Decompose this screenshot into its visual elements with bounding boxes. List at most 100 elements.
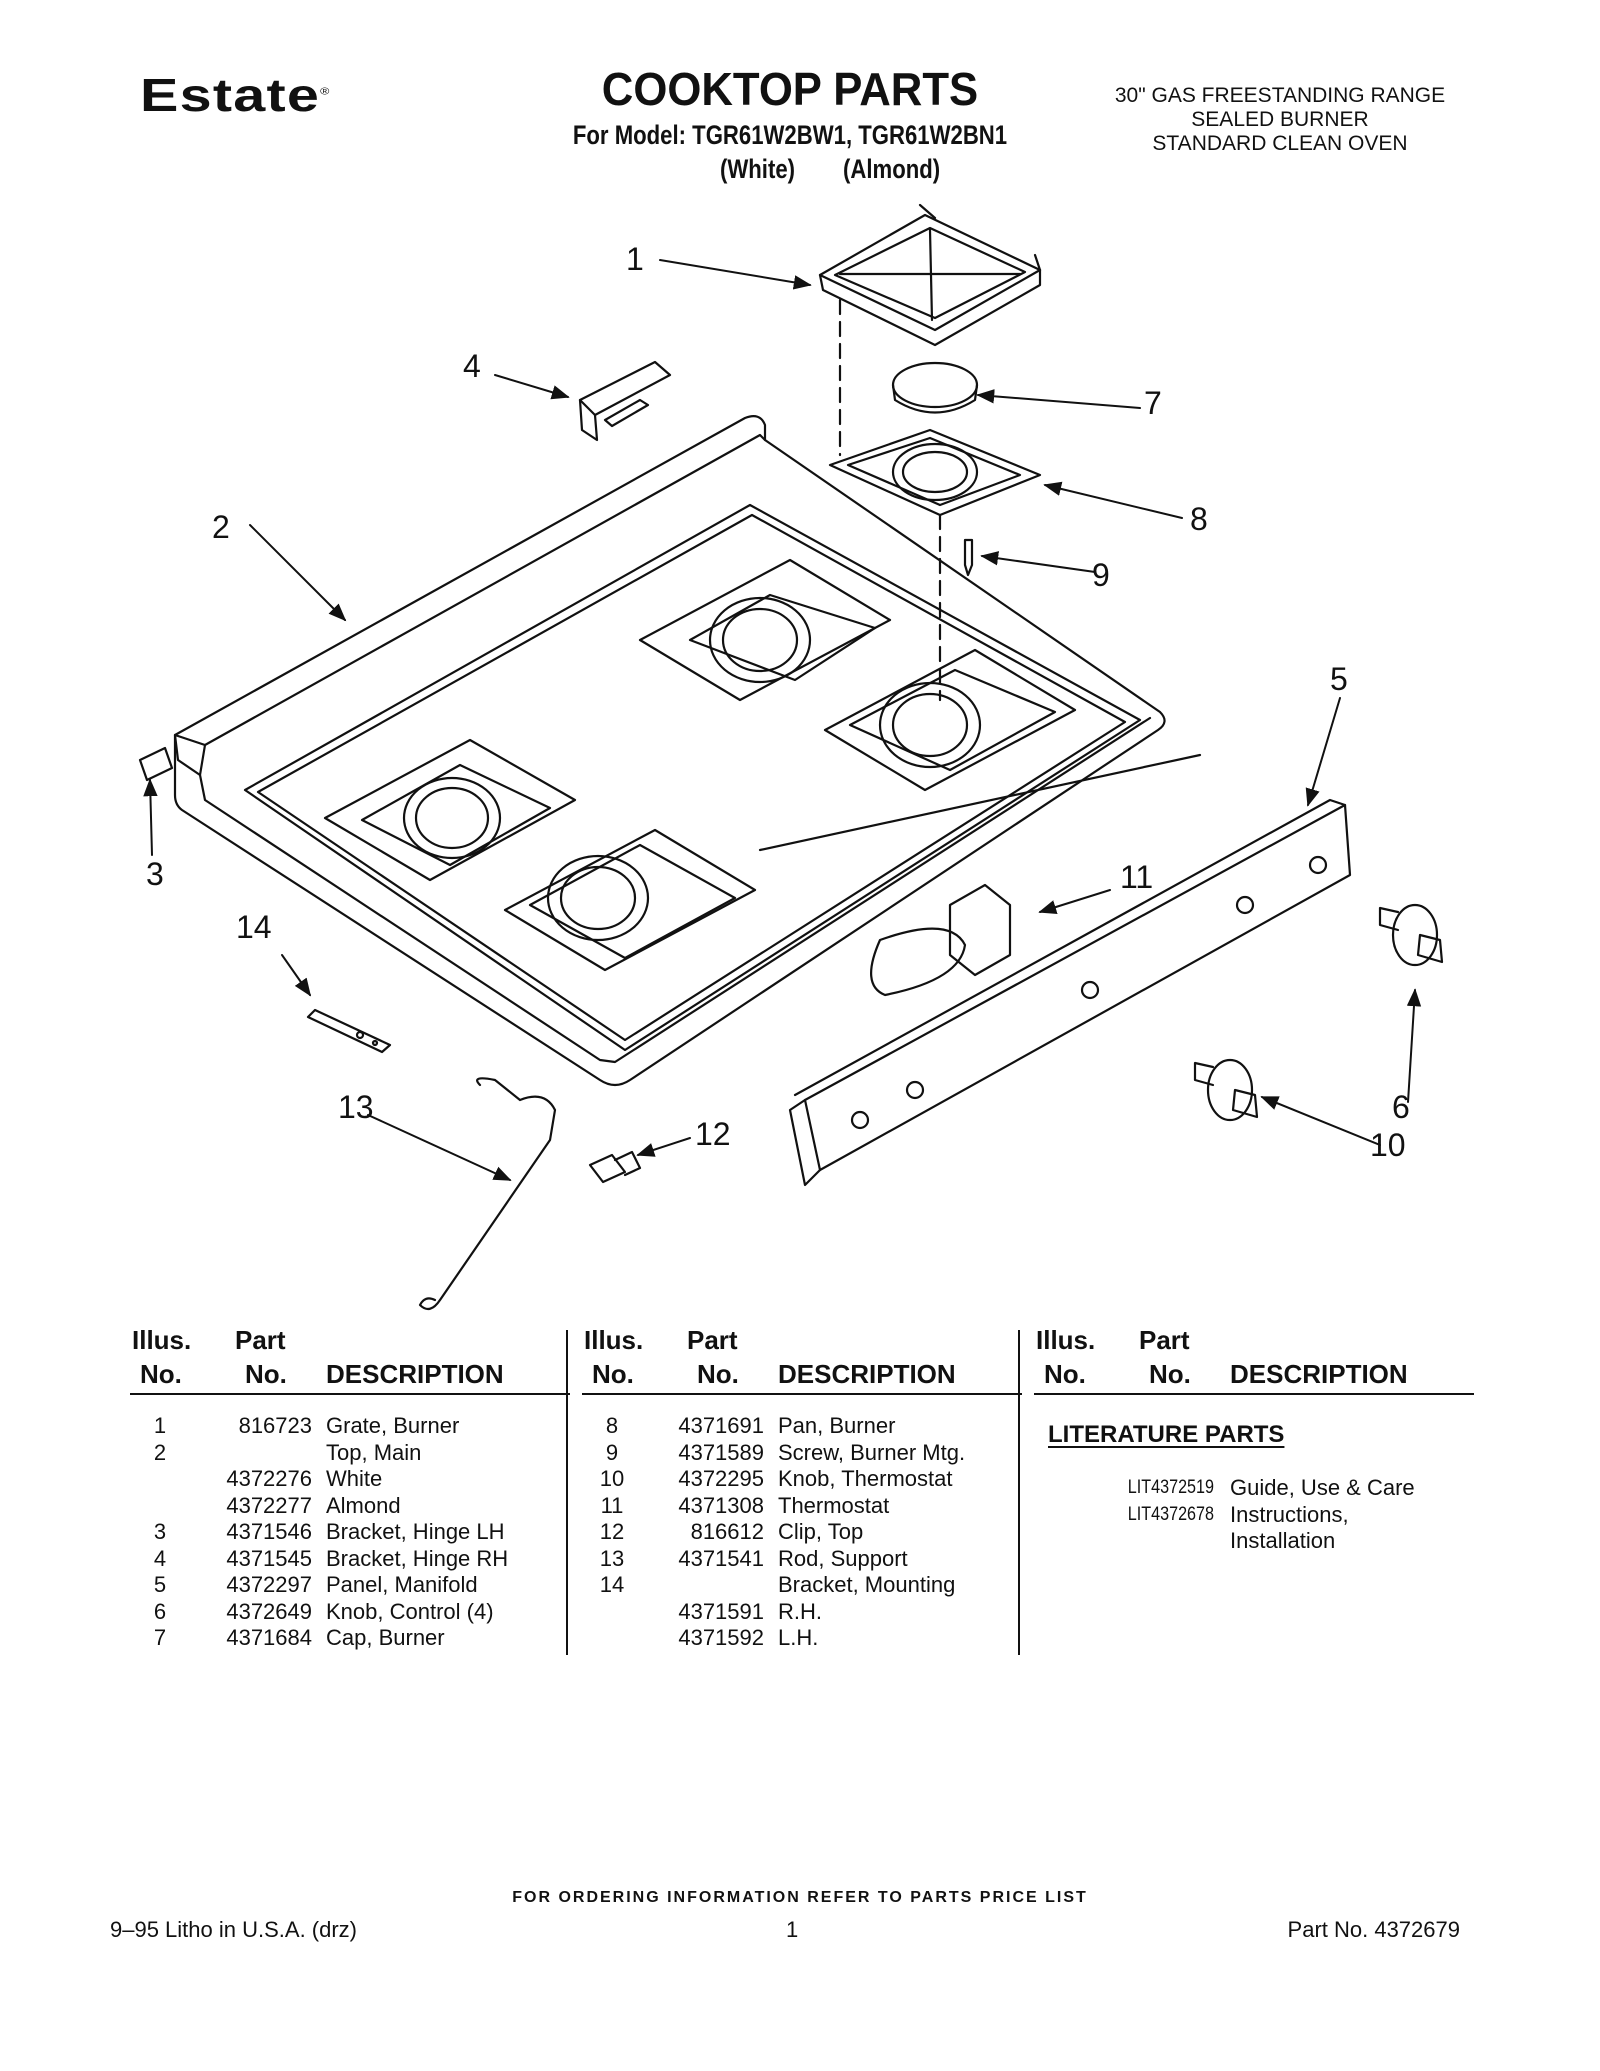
table-header: Illus. No. Part No. DESCRIPTION bbox=[1034, 1325, 1474, 1395]
header-illus: Illus. bbox=[1036, 1325, 1096, 1355]
header-illus-no: No. bbox=[592, 1359, 634, 1389]
callout-14: 14 bbox=[236, 909, 272, 945]
callout-10: 10 bbox=[1370, 1127, 1406, 1163]
color-white: (White) bbox=[720, 154, 796, 184]
header-part-no: No. bbox=[697, 1359, 739, 1389]
brand-logo: Estate® bbox=[140, 68, 331, 122]
callout-9: 9 bbox=[1092, 557, 1110, 593]
model-numbers: For Model: TGR61W2BW1, TGR61W2BN1 bbox=[572, 120, 1008, 150]
manifold-rod bbox=[758, 753, 1202, 852]
registered-mark: ® bbox=[320, 86, 331, 98]
header-description: DESCRIPTION bbox=[326, 1359, 504, 1389]
callout-2: 2 bbox=[212, 509, 230, 545]
burner-screw bbox=[963, 538, 974, 577]
knob-thermostat bbox=[1193, 1058, 1259, 1122]
callout-13: 13 bbox=[338, 1089, 374, 1125]
main-top bbox=[173, 415, 1166, 1087]
range-description: 30" GAS FREESTANDING RANGE SEALED BURNER… bbox=[1060, 84, 1500, 156]
burner-well-front-left bbox=[323, 738, 577, 882]
header-part-no: No. bbox=[245, 1359, 287, 1389]
header-part: Part bbox=[1139, 1325, 1190, 1355]
callout-12: 12 bbox=[695, 1116, 731, 1152]
header-description: DESCRIPTION bbox=[1230, 1359, 1408, 1389]
burner-cap bbox=[891, 361, 979, 414]
callout-1: 1 bbox=[626, 241, 644, 277]
footer-litho: 9–95 Litho in U.S.A. (drz) bbox=[110, 1917, 358, 1942]
burner-well-rear-left bbox=[503, 828, 757, 972]
color-almond: (Almond) bbox=[843, 154, 941, 184]
header-description: DESCRIPTION bbox=[778, 1359, 956, 1389]
burner-well-rear-right bbox=[823, 648, 1077, 792]
list-item: Installation bbox=[1230, 1528, 1336, 1553]
table-header: Illus. No. Part No. DESCRIPTION bbox=[130, 1325, 570, 1395]
page-title: COOKTOP PARTS bbox=[601, 63, 979, 115]
column-divider-2 bbox=[1018, 1330, 1020, 1655]
exploded-parts-diagram: 1 2 3 4 5 6 7 8 9 10 11 12 13 14 bbox=[138, 203, 1444, 1311]
callout-8: 8 bbox=[1190, 501, 1208, 537]
range-line-3: STANDARD CLEAN OVEN bbox=[1152, 132, 1408, 155]
callout-3: 3 bbox=[146, 856, 164, 892]
bracket-mounting bbox=[306, 1008, 392, 1054]
model-colors: (White) (Almond) bbox=[720, 154, 966, 185]
burner-well-front-right bbox=[638, 558, 892, 702]
footer-part-number: Part No. 4372679 bbox=[1287, 1917, 1460, 1942]
bracket-hinge-lh bbox=[138, 746, 174, 782]
range-line-1: 30" GAS FREESTANDING RANGE bbox=[1114, 84, 1446, 107]
burner-pan bbox=[828, 428, 1042, 517]
table-header: Illus. No. Part No. DESCRIPTION bbox=[582, 1325, 1022, 1395]
parts-table-right: Illus. No. Part No. DESCRIPTION LITERATU… bbox=[1034, 1325, 1474, 1555]
header-part-no: No. bbox=[1149, 1359, 1191, 1389]
callout-leaders bbox=[143, 259, 1422, 1181]
callout-numbers: 1 2 3 4 5 6 7 8 9 10 11 12 13 14 bbox=[146, 241, 1410, 1163]
callout-4: 4 bbox=[463, 348, 481, 384]
range-line-2: SEALED BURNER bbox=[1191, 108, 1369, 131]
header-illus: Illus. bbox=[584, 1325, 644, 1355]
knob-control bbox=[1378, 903, 1444, 967]
header-illus-no: No. bbox=[140, 1359, 182, 1389]
manifold-panel bbox=[788, 798, 1352, 1187]
clip-top bbox=[588, 1150, 642, 1184]
brand-name: Estate bbox=[140, 69, 321, 121]
burner-grate bbox=[818, 203, 1042, 347]
header-part: Part bbox=[687, 1325, 738, 1355]
bracket-hinge-rh bbox=[578, 360, 672, 442]
rod-support bbox=[418, 1077, 557, 1311]
callout-11: 11 bbox=[1120, 859, 1153, 895]
callout-6: 6 bbox=[1392, 1089, 1410, 1125]
literature-title: LITERATURE PARTS bbox=[1048, 1421, 1285, 1448]
column-divider-1 bbox=[566, 1330, 568, 1655]
callout-5: 5 bbox=[1330, 661, 1348, 697]
page-number: 1 bbox=[786, 1917, 799, 1942]
callout-7: 7 bbox=[1144, 385, 1162, 421]
header-illus-no: No. bbox=[1044, 1359, 1086, 1389]
ordering-note: FOR ORDERING INFORMATION REFER TO PARTS … bbox=[512, 1889, 1088, 1906]
header-illus: Illus. bbox=[132, 1325, 192, 1355]
header-part: Part bbox=[235, 1325, 286, 1355]
thermostat bbox=[870, 883, 1012, 997]
